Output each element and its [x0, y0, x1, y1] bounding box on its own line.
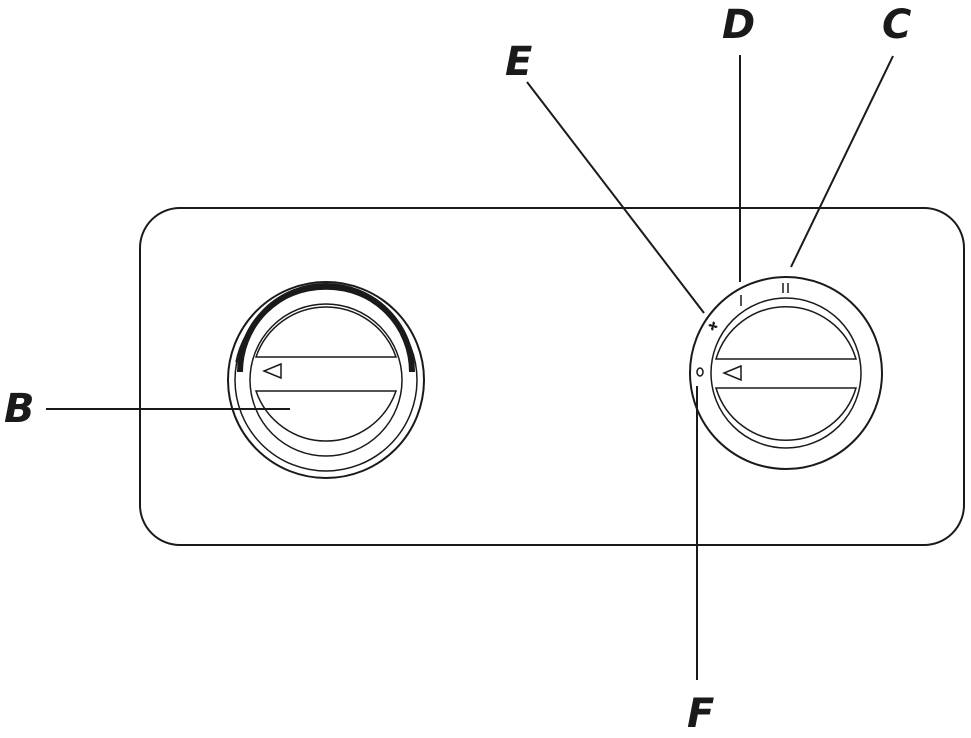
callout-line-e: [526, 81, 705, 314]
fan-icon: [708, 321, 718, 331]
callout-line-c: [790, 55, 894, 268]
control-panel: [139, 207, 965, 546]
mode-selector-knob[interactable]: [689, 276, 883, 470]
thermostat-knob[interactable]: [227, 281, 425, 479]
callout-label-d: D: [722, 2, 755, 48]
triangle-pointer-icon: [722, 364, 742, 382]
position-off-mark: [696, 367, 704, 377]
callout-label-b: B: [4, 386, 35, 432]
callout-label-f: F: [687, 691, 714, 737]
callout-label-c: C: [882, 2, 911, 48]
thermostat-range-arc-icon: [237, 283, 415, 373]
triangle-pointer-icon: [262, 362, 282, 380]
callout-label-e: E: [505, 39, 532, 85]
